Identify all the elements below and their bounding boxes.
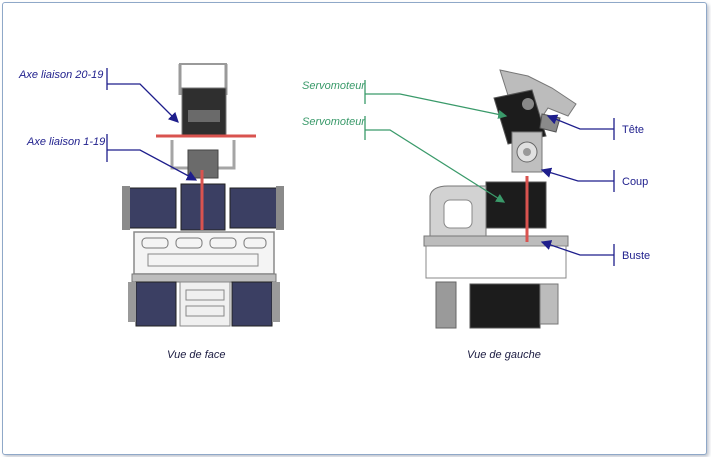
caption-side-view: Vue de gauche [467,349,541,361]
callout-servo-bottom [364,116,506,203]
callout-coup [540,167,615,192]
label-servo-top: Servomoteur [302,80,366,92]
callout-axe-20-19 [106,68,179,123]
label-coup: Coup [622,176,648,188]
label-buste: Buste [622,250,650,262]
caption-front-view: Vue de face [167,349,226,361]
label-servo-bottom: Servomoteur [302,116,366,128]
label-axe-20-19: Axe liaison 20-19 [18,69,103,81]
callout-buste [540,240,615,266]
label-tete: Tête [622,124,644,136]
callout-servo-top [364,80,508,119]
side-view-robot [423,69,577,329]
callout-tete [546,114,615,140]
label-axe-1-19: Axe liaison 1-19 [26,136,105,148]
callout-axe-1-19 [106,134,198,181]
